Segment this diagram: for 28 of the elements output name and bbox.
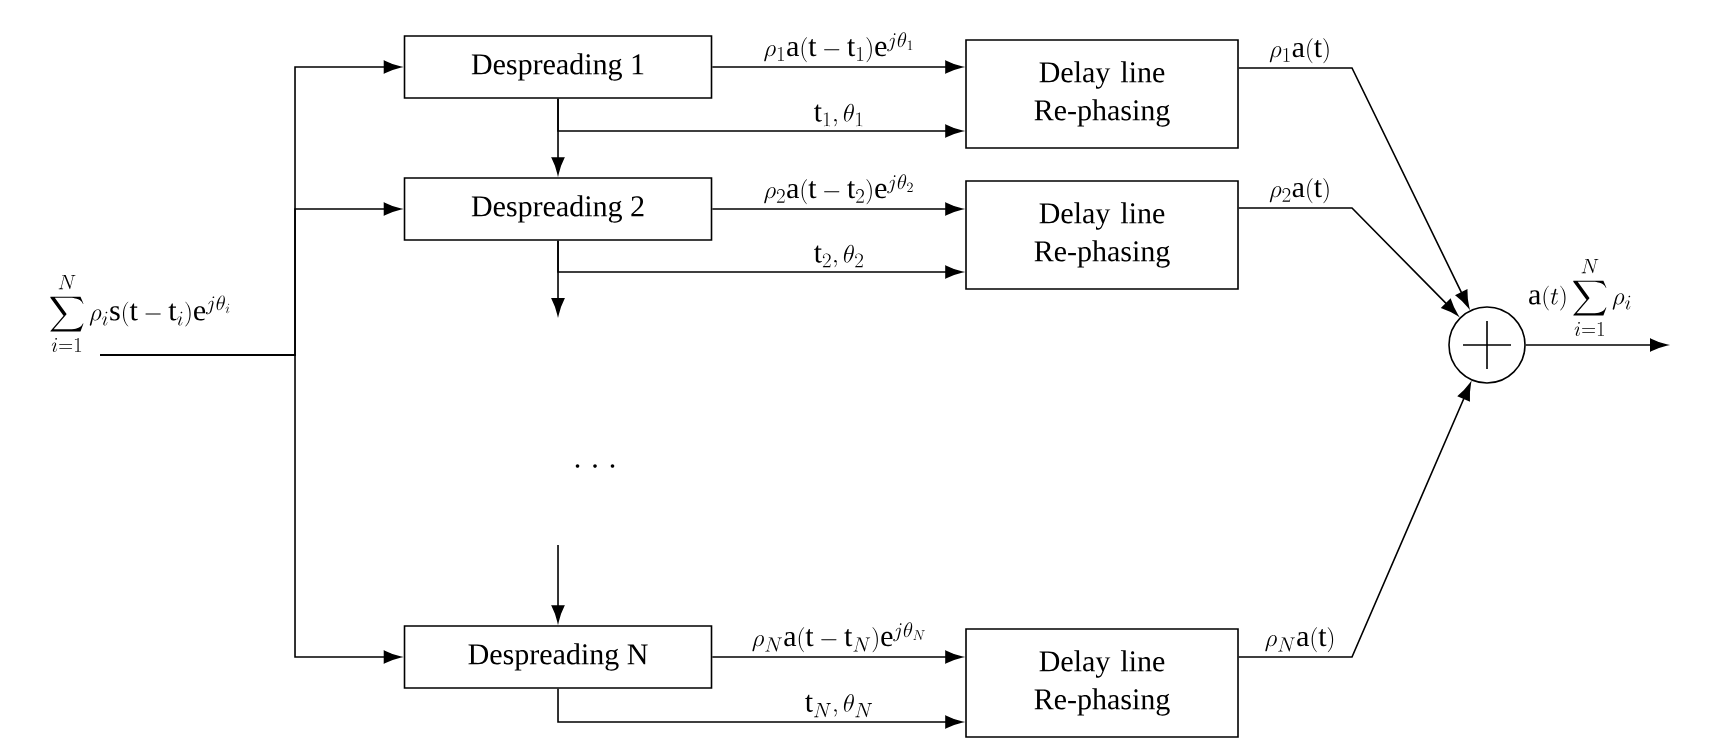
edge-label: $\rho_2\mathrm{a}(\mathrm{t})$ [1268,177,1332,205]
edge-label: $\mathrm{t}_1,\theta_1$ [812,103,866,128]
ellipsis: · · · [575,464,615,468]
edge-label: $\rho_N\mathrm{a}(\mathrm{t})$ [1263,626,1337,654]
edge-label: $\rho_2\mathrm{a}(\mathrm{t}-\mathrm{t}_2)\mathrm{e}^{j\theta_2}$ [762,173,916,206]
despreading-box: Despreading N [403,625,713,689]
arrow [557,688,963,729]
edge-label: $\rho_1\mathrm{a}(\mathrm{t})$ [1268,37,1332,65]
arrow [1525,338,1668,352]
summing-junction [1448,306,1526,384]
arrow [551,240,565,316]
edge-label: $\mathrm{t}_2,\theta_2$ [812,244,866,269]
arrow [551,544,565,623]
edge-label: $\mathrm{t}_N,\theta_N$ [803,693,875,719]
edge-label: $\rho_N\mathrm{a}(\mathrm{t}-\mathrm{t}_N)\mathrm{e}^{j\theta_N}$ [750,621,928,654]
arrow [711,202,963,216]
arrow [711,650,963,664]
arrow [1238,207,1459,316]
arrow [1238,383,1471,658]
arrow [1238,67,1470,308]
edge-label: $\mathrm{a}(t)\sum_{i=1}^{N}\rho_i$ [1527,255,1633,340]
despreading-box: Despreading 1 [403,35,713,99]
despreading-box: Despreading 2 [403,177,713,241]
arrow [99,354,401,664]
edge-label: $\rho_1\mathrm{a}(\mathrm{t}-\mathrm{t}_1)\mathrm{e}^{j\theta_1}$ [762,31,916,64]
arrow [711,60,963,74]
arrow [551,98,565,175]
input-signal-formula: $\sum_{i=1}^{N}\rho_i \mathrm{s}(\mathrm{t}-\mathrm{t}_i)\mathrm{e}^{j\theta_i}$ [50,275,230,352]
